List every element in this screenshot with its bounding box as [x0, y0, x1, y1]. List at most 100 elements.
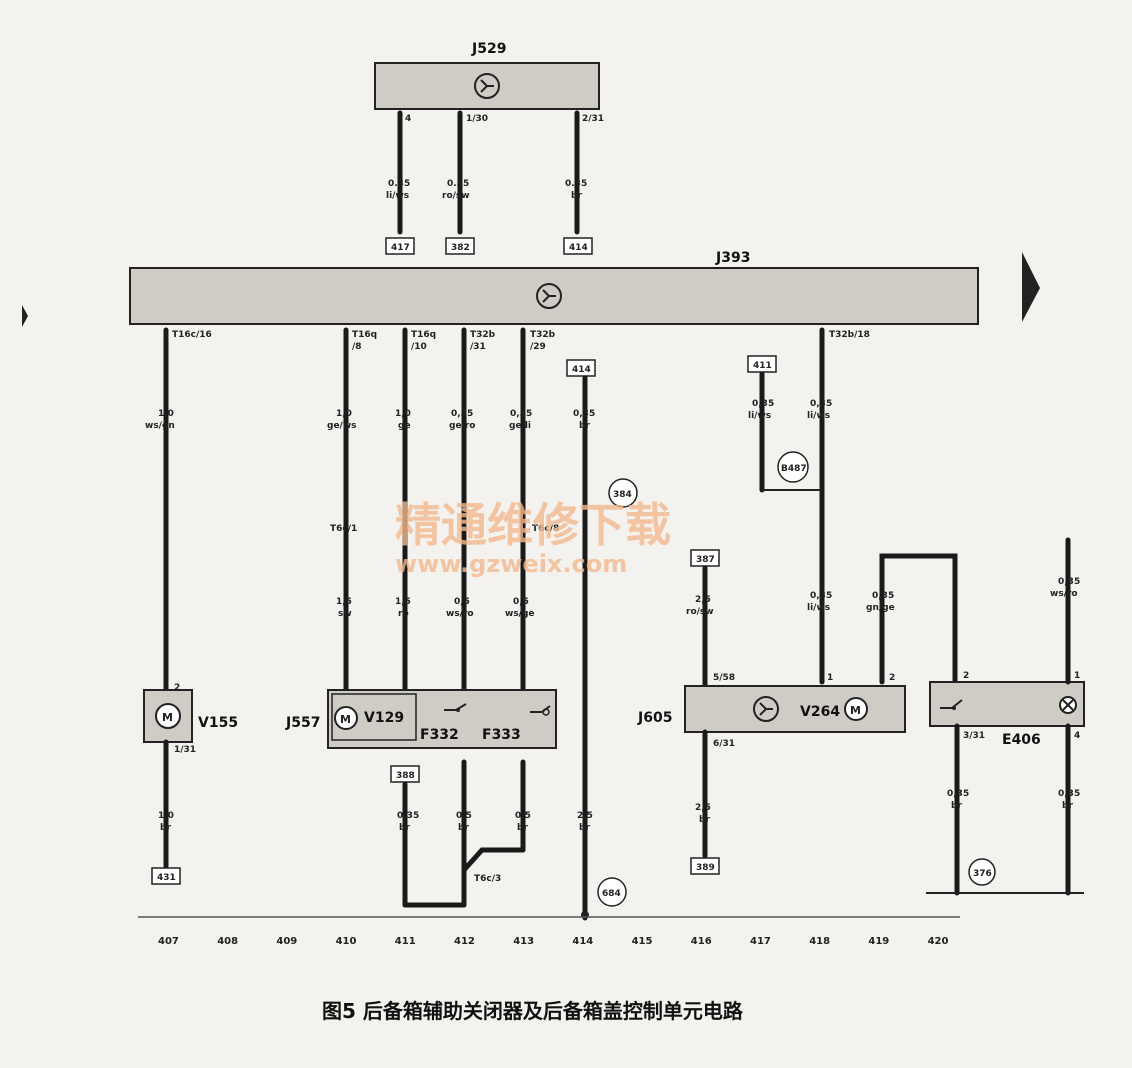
motor-icon: M: [334, 706, 358, 730]
wire-size-f332gnd: 0,5: [456, 811, 472, 821]
wire-size-j557c: 0,35: [451, 409, 473, 419]
wire-size-main414: 2,5: [577, 811, 593, 821]
wire-size-j605-in: 2,5: [695, 595, 711, 605]
figure-caption: 图5 后备箱辅助关闭器及后备箱盖控制单元电路: [322, 999, 744, 1023]
axis-number: 420: [928, 936, 949, 947]
ref-box-382: [445, 237, 475, 255]
wire-size-sw: 1,5: [336, 597, 352, 607]
wire-color-j605gnd: br: [699, 815, 710, 825]
wire-color-j557d: ge/li: [509, 421, 531, 431]
axis-number: 414: [572, 936, 593, 947]
node-b487-label: B487: [781, 464, 807, 474]
j529-label: J529: [471, 41, 506, 57]
j557-label: J557: [285, 715, 320, 731]
wire-size-411: 0,35: [752, 399, 774, 409]
wire-size-v264-2: 0,35: [872, 591, 894, 601]
pin-e406-3-31: 3/31: [963, 731, 985, 741]
wire-size-wsro: 0,5: [454, 597, 470, 607]
wire-size-j557d: 0,35: [510, 409, 532, 419]
watermark-title: 精通维修下载: [395, 498, 671, 552]
wire-size-v264-1: 0,35: [810, 591, 832, 601]
pin-e406-4: 4: [1074, 731, 1080, 741]
axis-number: 409: [276, 936, 297, 947]
wire-size-wsge: 0,5: [513, 597, 529, 607]
bus-icon: [753, 696, 779, 722]
wire-color-e406gnd1: br: [951, 801, 962, 811]
wire-color-414b: br: [579, 421, 590, 431]
ref-j605-in: 387: [696, 555, 715, 565]
wire-color-e406-1: ws/ro: [1050, 589, 1078, 599]
wire-color-v264-1: li/ws: [807, 603, 830, 613]
ref-414a: 414: [569, 243, 588, 253]
wire-color-j557a: ge/ws: [327, 421, 357, 431]
pin-t32b-18: T32b/18: [829, 330, 870, 340]
svg-text:M: M: [162, 711, 173, 724]
v264-label: V264: [800, 704, 840, 720]
wire-size-j557a: 1,0: [336, 409, 352, 419]
wire-size-414a: 0.35: [565, 179, 587, 189]
wire-size-j605gnd: 2,5: [695, 803, 711, 813]
svg-text:M: M: [340, 713, 351, 726]
wire-size-j557b: 1,0: [395, 409, 411, 419]
wire-size-e406gnd1: 0,35: [947, 789, 969, 799]
wire-v264-e406: [879, 553, 958, 685]
wire-color-411: li/ws: [748, 411, 771, 421]
pin-v155-2: 2: [174, 683, 180, 693]
ref-411: 411: [753, 361, 772, 371]
ref-414b: 414: [572, 365, 591, 375]
connector-t6c8: T6c/8: [532, 524, 559, 534]
f333-label: F333: [482, 727, 521, 743]
wire-size-417: 0.35: [388, 179, 410, 189]
wire-color-j557c: ge/ro: [449, 421, 475, 431]
pin-e406-1: 1: [1074, 671, 1080, 681]
node-384-label: 384: [613, 490, 632, 500]
switch-icon: [530, 705, 551, 716]
switch-icon: [444, 703, 467, 712]
wire-size-f333gnd: 0,5: [515, 811, 531, 821]
axis-number: 410: [336, 936, 357, 947]
pin-e406-2: 2: [963, 671, 969, 681]
node-384: [608, 478, 638, 508]
pin-t32b-b: T32b: [530, 330, 556, 340]
wire-color-wsro: ws/ro: [446, 609, 474, 619]
ref-431: 431: [157, 873, 176, 883]
watermark-url: www.gzweix.com: [395, 550, 627, 578]
bus-icon: [474, 73, 500, 99]
wire-color-v155-top: ws/gn: [145, 421, 175, 431]
node-376: [968, 858, 996, 886]
motor-icon: M: [155, 703, 181, 729]
ref-box-431: [151, 867, 181, 885]
wire-color-ro: ro: [398, 609, 409, 619]
wire-color-f332gnd: br: [458, 823, 469, 833]
axis-number: 411: [395, 936, 416, 947]
pin-j529-1-30: 1/30: [466, 114, 488, 124]
wire-color-t32b18: li/ws: [807, 411, 830, 421]
ref-box-414b: [566, 359, 596, 377]
wire-color-main414: br: [579, 823, 590, 833]
pin-t16q-b2: /10: [411, 342, 427, 352]
wire-size-v155-bot: 1,0: [158, 811, 174, 821]
pin-v264-1: 1: [827, 673, 833, 683]
pin-j529-2-31: 2/31: [582, 114, 604, 124]
svg-text:M: M: [850, 704, 861, 717]
e406-label: E406: [1002, 732, 1041, 748]
motor-icon: M: [844, 697, 868, 721]
wire-size-414b: 0,35: [573, 409, 595, 419]
wire-color-sw: sw: [338, 609, 352, 619]
wire-size-v155-top: 1,0: [158, 409, 174, 419]
axis-number: 419: [868, 936, 889, 947]
wire-color-j557b: ge: [398, 421, 411, 431]
axis-number: 408: [217, 936, 238, 947]
wire-size-ro: 1,5: [395, 597, 411, 607]
wire-color-f333gnd: br: [517, 823, 528, 833]
pin-v155-1-31: 1/31: [174, 745, 196, 755]
wire-size-e406gnd2: 0,35: [1058, 789, 1080, 799]
axis-number: 413: [513, 936, 534, 947]
wire-color-v155-bot: br: [160, 823, 171, 833]
e406-module: [929, 681, 1085, 727]
bus-icon: [536, 283, 562, 309]
pin-j529-4: 4: [405, 114, 411, 124]
wire-color-j557gnd: br: [399, 823, 410, 833]
